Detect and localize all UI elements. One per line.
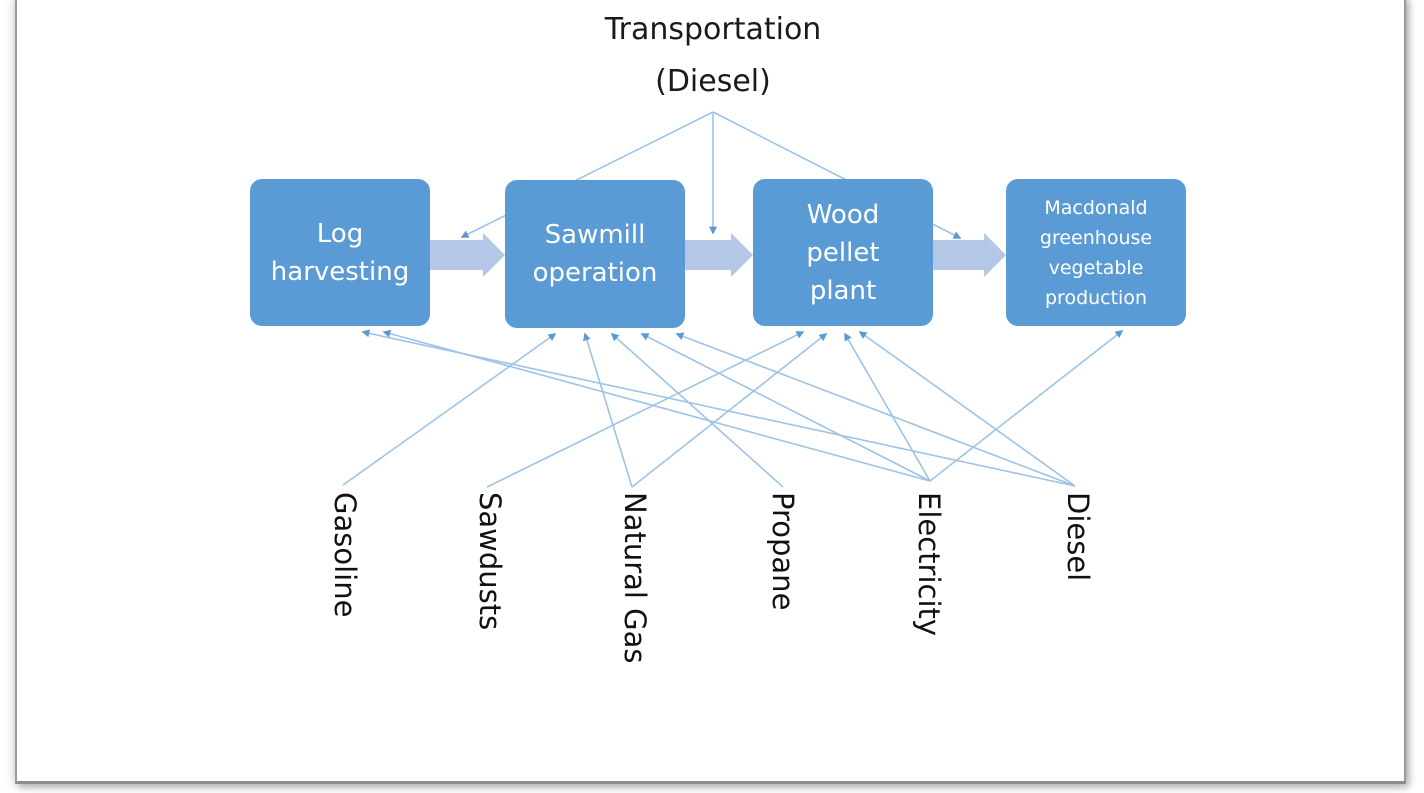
stage-greenhouse-production: Macdonald greenhouse vegetable productio… — [1006, 179, 1186, 326]
source-diesel: Diesel — [1061, 492, 1095, 582]
energy-connector-electricity-to-pellet — [844, 332, 931, 482]
energy-connector-diesel-to-pellet — [858, 331, 1076, 487]
transportation-fuel-label: (Diesel) — [655, 64, 771, 99]
energy-connector-gasoline-to-sawmill — [342, 333, 557, 486]
flow-arrow-sawmill-to-pellet — [685, 233, 753, 277]
energy-connector-natural_gas-to-sawmill — [583, 332, 633, 488]
transport-connector-1 — [460, 111, 714, 238]
source-natural-gas: Natural Gas — [618, 492, 652, 664]
energy-connector-sawdusts-to-pellet — [486, 331, 805, 488]
figure-frame — [15, 0, 1406, 784]
energy-connector-diesel-to-sawmill — [675, 332, 1076, 487]
flow-arrow-log-to-sawmill — [430, 233, 505, 277]
stage-log-harvesting: Log harvesting — [250, 179, 430, 326]
flow-arrow-pellet-to-greenhouse — [933, 233, 1006, 277]
energy-connector-electricity-to-greenhouse — [929, 330, 1124, 482]
energy-connector-electricity-to-sawmill — [640, 333, 931, 482]
transportation-label: Transportation — [604, 12, 822, 47]
source-propane: Propane — [766, 492, 800, 611]
source-gasoline: Gasoline — [328, 492, 362, 618]
source-sawdusts: Sawdusts — [473, 492, 507, 631]
source-electricity: Electricity — [912, 492, 946, 637]
energy-connector-propane-to-sawmill — [610, 332, 784, 488]
stage-sawmill-operation: Sawmill operation — [505, 180, 685, 328]
energy-connector-diesel-to-log — [361, 329, 1076, 487]
stage-wood-pellet-plant: Wood pellet plant — [753, 179, 933, 326]
